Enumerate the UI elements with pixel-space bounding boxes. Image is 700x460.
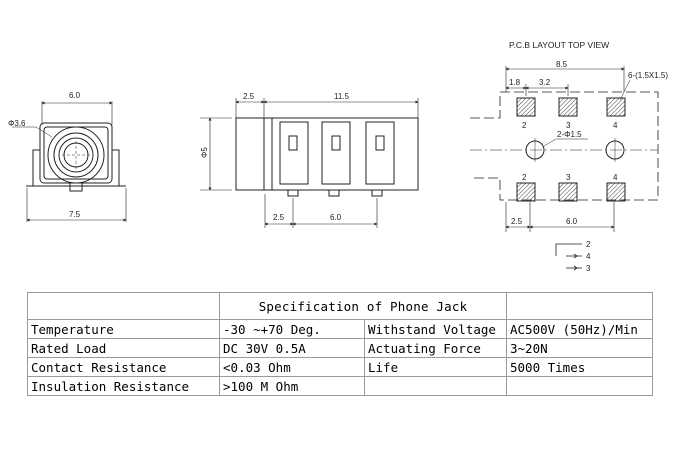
jack-schematic (555, 243, 582, 271)
pcb-pad (606, 97, 626, 117)
pad-label: 4 (613, 173, 618, 182)
pcb-dim-a-label: 1.8 (509, 78, 521, 87)
table-row: Contact Resistance <0.03 Ohm Life 5000 T… (27, 357, 653, 377)
table-cell: 5000 Times (506, 357, 653, 377)
table-cell: Life (364, 357, 507, 377)
side-pin-offset-label: 2.5 (273, 213, 285, 222)
spec-table: Specification of Phone Jack Temperature … (27, 292, 653, 396)
pcb-bottom-dim-b-label: 6.0 (566, 217, 578, 226)
spec-title-row: Specification of Phone Jack (27, 292, 653, 320)
side-height-label: Φ5 (200, 147, 209, 158)
table-row: Temperature -30 ~+70 Deg. Withstand Volt… (27, 319, 653, 339)
pad-label: 3 (566, 121, 571, 130)
front-width-bottom-label: 7.5 (69, 210, 81, 219)
pcb-pad (558, 182, 578, 202)
table-cell: AC500V (50Hz)/Min (506, 319, 653, 339)
pcb-pad (558, 97, 578, 117)
table-cell: DC 30V 0.5A (219, 338, 365, 358)
pcb-pad (606, 182, 626, 202)
schematic-pin-label: 2 (586, 240, 591, 249)
table-cell: 3~20N (506, 338, 653, 358)
side-pin-pitch-label: 6.0 (330, 213, 342, 222)
pcb-total-width-label: 8.5 (556, 60, 568, 69)
table-row: Rated Load DC 30V 0.5A Actuating Force 3… (27, 338, 653, 358)
side-left-dim-label: 2.5 (243, 92, 255, 101)
front-width-top-label: 6.0 (69, 91, 81, 100)
schematic-pin-label: 3 (586, 264, 591, 273)
pad-label: 2 (522, 173, 527, 182)
front-hole-dia-label: Φ3.6 (8, 119, 26, 128)
pcb-pad (516, 182, 536, 202)
pad-label: 2 (522, 121, 527, 130)
table-cell: >100 M Ohm (219, 376, 365, 396)
table-cell: Rated Load (27, 338, 220, 358)
pcb-title: P.C.B LAYOUT TOP VIEW (509, 40, 609, 50)
side-view (200, 98, 419, 228)
table-cell (27, 292, 220, 320)
schematic-pin-label: 4 (586, 252, 591, 261)
technical-drawing: 6.0 Φ3.6 7.5 2.5 11.5 Φ5 (8, 40, 668, 273)
table-cell (506, 292, 653, 320)
pad-label: 4 (613, 121, 618, 130)
pcb-pad-note: 6-(1.5X1.5) (628, 71, 668, 80)
pcb-dim-b-label: 3.2 (539, 78, 551, 87)
table-cell (506, 376, 653, 396)
pcb-hole-note: 2-Φ1.5 (557, 130, 582, 139)
pcb-bottom-dim-a-label: 2.5 (511, 217, 523, 226)
table-cell: Actuating Force (364, 338, 507, 358)
side-length-label: 11.5 (334, 92, 350, 101)
table-cell (364, 376, 507, 396)
front-view (12, 101, 127, 222)
spec-title: Specification of Phone Jack (219, 292, 507, 320)
table-cell: -30 ~+70 Deg. (219, 319, 365, 339)
pcb-pad (516, 97, 536, 117)
table-cell: Contact Resistance (27, 357, 220, 377)
pcb-layout (470, 66, 659, 232)
table-row: Insulation Resistance >100 M Ohm (27, 376, 653, 396)
table-cell: Withstand Voltage (364, 319, 507, 339)
table-cell: Insulation Resistance (27, 376, 220, 396)
table-cell: <0.03 Ohm (219, 357, 365, 377)
pad-label: 3 (566, 173, 571, 182)
table-cell: Temperature (27, 319, 220, 339)
